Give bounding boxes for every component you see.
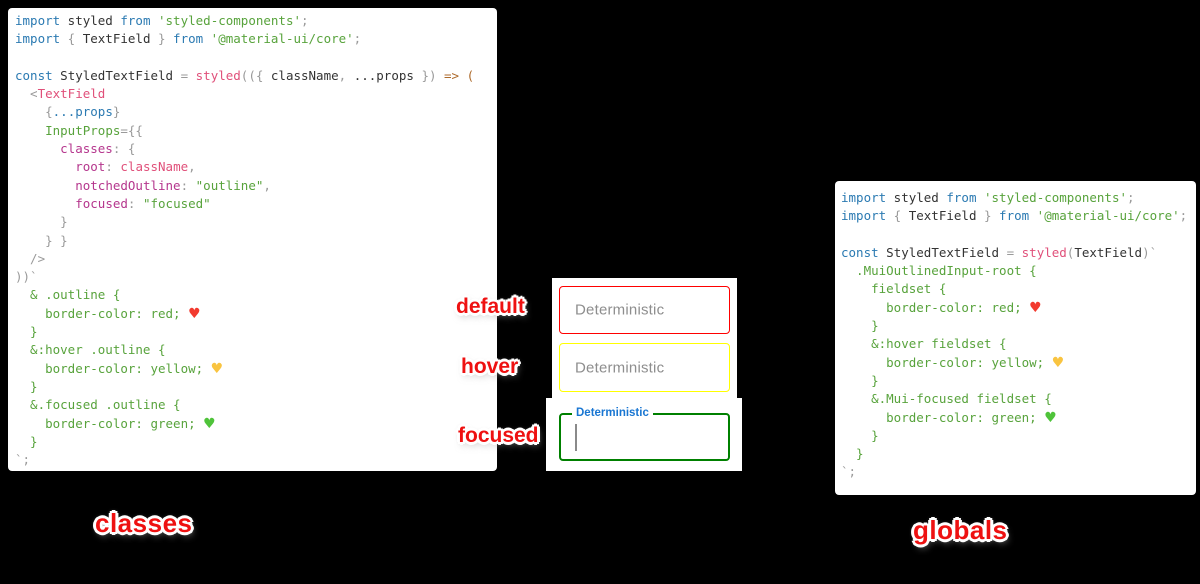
code-line: border-color: red; ♥ — [15, 305, 201, 322]
code-line: `; — [15, 452, 31, 468]
code-line: fieldset { — [841, 281, 947, 297]
code-line: border-color: red; ♥ — [841, 299, 1042, 316]
code-line: .MuiOutlinedInput-root { — [841, 263, 1037, 279]
annotation-hover: hover — [461, 355, 519, 378]
code-line: } } — [15, 232, 68, 248]
textfield-hover-label: Deterministic — [575, 359, 665, 376]
code-line: import { TextField } from '@material-ui/… — [841, 208, 1188, 224]
code-line — [15, 49, 497, 67]
textfield-hover[interactable]: Deterministic — [559, 343, 730, 392]
code-line: &.Mui-focused fieldset { — [841, 391, 1052, 407]
code-line: <TextField — [15, 86, 106, 102]
code-line: & .outline { — [15, 287, 121, 303]
code-line: border-color: green; ♥ — [841, 409, 1057, 426]
text-caret — [575, 424, 577, 451]
code-line: /> — [15, 250, 46, 266]
code-line: const StyledTextField = styled(({ classN… — [15, 67, 475, 83]
annotation-focused: focused — [458, 424, 539, 447]
classes-code-block: import styled from 'styled-components'; i… — [8, 8, 497, 471]
code-line: } — [841, 427, 879, 443]
code-line: &:hover fieldset { — [841, 336, 1007, 352]
code-line: border-color: green; ♥ — [15, 415, 216, 432]
code-line: } — [15, 324, 38, 340]
code-line: {...props} — [15, 104, 121, 120]
caption-classes: classes — [95, 508, 193, 538]
textfield-default-label: Deterministic — [575, 301, 665, 319]
code-line — [841, 226, 1196, 244]
annotation-default: default — [456, 295, 525, 318]
textfield-focused[interactable]: Deterministic — [559, 407, 730, 461]
code-line: notchedOutline: "outline", — [75, 177, 271, 193]
code-line: border-color: yellow; ♥ — [15, 360, 224, 377]
code-line: &.focused .outline { — [15, 397, 181, 413]
textfield-focused-label: Deterministic — [572, 407, 653, 420]
code-line: import { TextField } from '@material-ui/… — [15, 31, 362, 47]
code-line: import styled from 'styled-components'; — [841, 190, 1135, 205]
code-line: focused: "focused" — [75, 195, 211, 211]
code-line: InputProps={{ — [45, 122, 143, 138]
code-line: &:hover .outline { — [15, 342, 166, 358]
code-line: `; — [841, 464, 857, 480]
code-line: } — [15, 378, 38, 394]
code-line: ))` — [15, 269, 38, 285]
code-line: } — [841, 372, 879, 388]
caption-globals: globals — [913, 515, 1008, 545]
code-line: const StyledTextField = styled(TextField… — [841, 244, 1158, 260]
code-line: border-color: yellow; ♥ — [841, 354, 1065, 371]
code-line: root: className, — [75, 159, 196, 175]
code-line: import styled from 'styled-components'; — [15, 13, 309, 28]
globals-code-block: import styled from 'styled-components'; i… — [835, 181, 1196, 495]
code-line: } — [841, 318, 879, 334]
code-line: classes: { — [60, 141, 136, 157]
code-line: } — [841, 446, 864, 462]
code-line: } — [15, 214, 68, 230]
code-line: } — [15, 433, 38, 449]
textfield-default[interactable]: Deterministic — [559, 286, 730, 334]
